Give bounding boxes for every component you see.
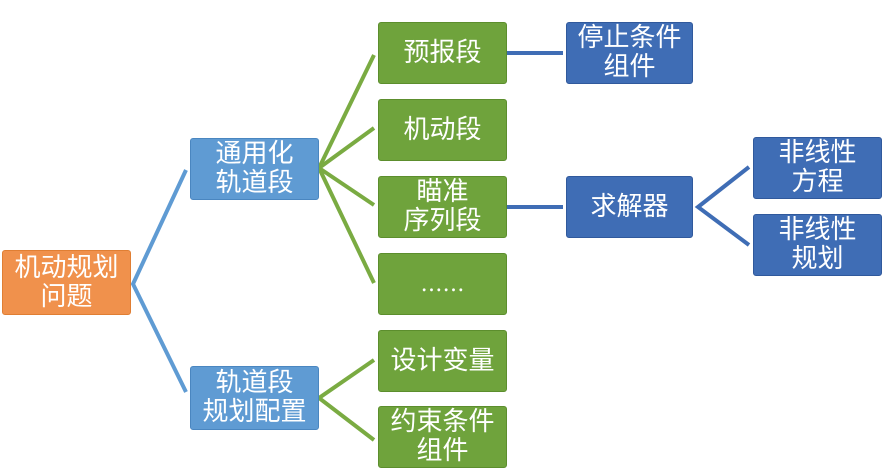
- node-stop-condition-component: 停止条件 组件: [566, 22, 693, 84]
- connector-general-ellipsis: [317, 167, 376, 284]
- connector-general-forecast: [317, 54, 376, 169]
- node-design-variables: 设计变量: [378, 330, 507, 392]
- connector-config-items: [315, 358, 376, 442]
- node-segment-config: 轨道段 规划配置: [190, 366, 319, 430]
- node-solver: 求解器: [566, 176, 693, 238]
- node-nonlinear-programming: 非线性 规划: [753, 214, 882, 276]
- config-connectors: [315, 358, 376, 442]
- node-targeting-segment: 瞄准 序列段: [378, 176, 507, 238]
- node-general-segment: 通用化 轨道段: [190, 138, 319, 200]
- node-constraint-components: 约束条件 组件: [378, 406, 507, 468]
- connector-general-targeting: [317, 166, 376, 207]
- general-connectors: [317, 54, 376, 284]
- connector-general-maneuver: [317, 126, 376, 170]
- connector-solver-children: [694, 165, 751, 247]
- dark-connectors: [507, 51, 751, 247]
- node-maneuver-segment: 机动段: [378, 99, 507, 161]
- root-node-maneuver-planning: 机动规划 问题: [2, 250, 131, 315]
- root-connectors: [130, 169, 188, 393]
- node-nonlinear-equations: 非线性 方程: [753, 137, 882, 199]
- node-ellipsis: ……: [378, 253, 507, 315]
- connector-root-to-general: [130, 169, 188, 393]
- node-forecast-segment: 预报段: [378, 22, 507, 84]
